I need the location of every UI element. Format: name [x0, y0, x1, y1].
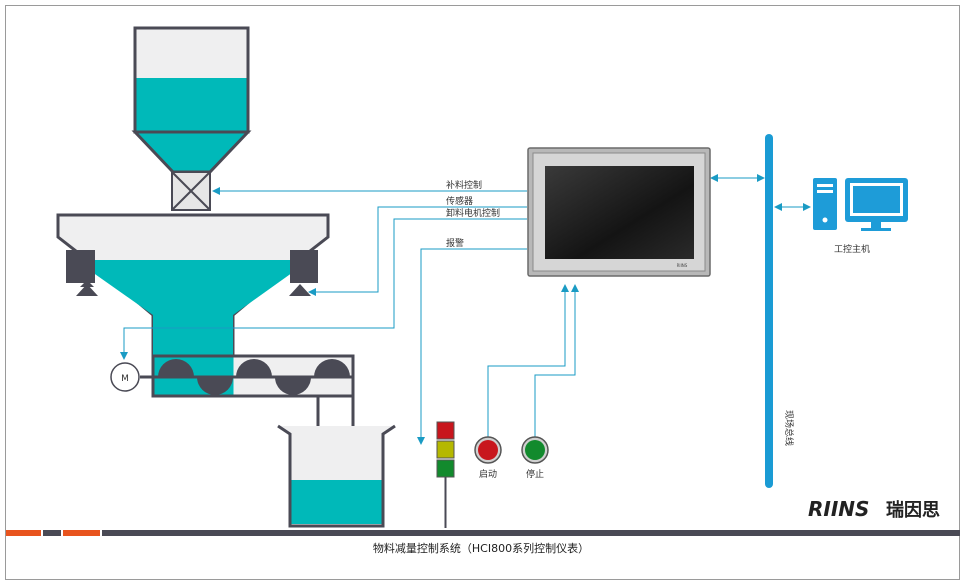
svg-text:RIINS: RIINS — [677, 263, 688, 268]
stop-button[interactable] — [521, 436, 549, 464]
start-button[interactable] — [474, 436, 502, 464]
screw-conveyor — [140, 354, 355, 430]
hmi-panel: RIINS — [527, 147, 711, 277]
start-button-label: 启动 — [479, 468, 497, 480]
signal-label-alarm: 报警 — [446, 237, 464, 249]
signal-label-replenish: 补料控制 — [446, 179, 482, 191]
motor-icon: M — [110, 362, 140, 392]
signal-label-discharge: 卸料电机控制 — [446, 207, 500, 219]
indicator-lamp-icon — [436, 421, 455, 528]
diagram-frame — [5, 5, 960, 580]
signal-label-sensor: 传感器 — [446, 195, 473, 207]
brand-logo: RIINS 瑞因思 — [808, 497, 940, 521]
footer-bar — [6, 530, 960, 536]
svg-text:瑞因思: 瑞因思 — [886, 500, 940, 521]
stop-button-label: 停止 — [526, 468, 544, 480]
receiving-beaker — [277, 424, 396, 528]
supply-hopper — [131, 26, 252, 174]
hmi-screen — [545, 166, 694, 259]
load-cell-right — [289, 284, 311, 296]
footer-caption: 物料减量控制系统（HCI800系列控制仪表） — [373, 541, 589, 555]
pc-label: 工控主机 — [834, 243, 870, 255]
svg-text:M: M — [121, 374, 129, 384]
valve-icon — [171, 171, 211, 211]
weighing-hopper — [56, 213, 330, 362]
signal-lines — [120, 174, 811, 445]
svg-text:RIINS: RIINS — [808, 497, 869, 521]
computer-icon — [813, 178, 908, 231]
field-bus-label: 现场总线 — [783, 410, 795, 446]
load-cell-left — [76, 280, 98, 296]
